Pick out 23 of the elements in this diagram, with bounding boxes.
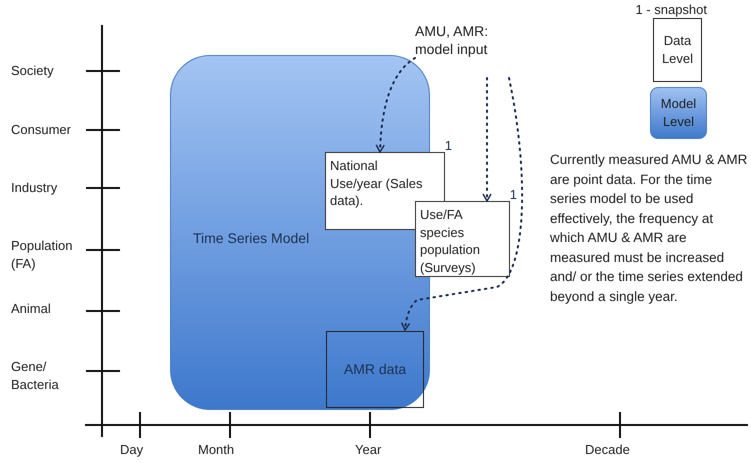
legend-caption: 1 - snapshot (635, 1, 707, 19)
node-text: AMU, AMR: model input (415, 22, 490, 58)
axis-label: Industry (11, 179, 58, 197)
axis-label: Month (198, 441, 236, 459)
dotted-arrow (482, 77, 492, 202)
axis-label: Decade (585, 441, 631, 459)
axis-label: Consumer (11, 121, 72, 139)
axis-label: Population (FA) (11, 237, 74, 274)
node-text: Data Level (660, 32, 694, 68)
axis-label: Animal (11, 300, 52, 318)
data-box (326, 331, 424, 408)
axis-label: Day (120, 441, 144, 459)
snapshot-count: 1 (444, 137, 452, 155)
node-text: Model Level (660, 95, 698, 131)
model-box (650, 87, 707, 139)
axis-label: Gene/ Bacteria (11, 358, 60, 394)
snapshot-count: 1 (510, 186, 517, 204)
axis-label: Year (355, 441, 382, 459)
axis-label: Society (11, 62, 55, 80)
note-text: Currently measured AMU & AMR are point data. For the time series model to be used effectively, the frequency at which AMU & AMR are measured must be increased and/ or the time series extended beyond a single year. (550, 151, 748, 306)
node-text: AMR data (344, 360, 406, 379)
model-title: Time Series Model (193, 229, 310, 248)
dotted-arrow (401, 77, 524, 331)
